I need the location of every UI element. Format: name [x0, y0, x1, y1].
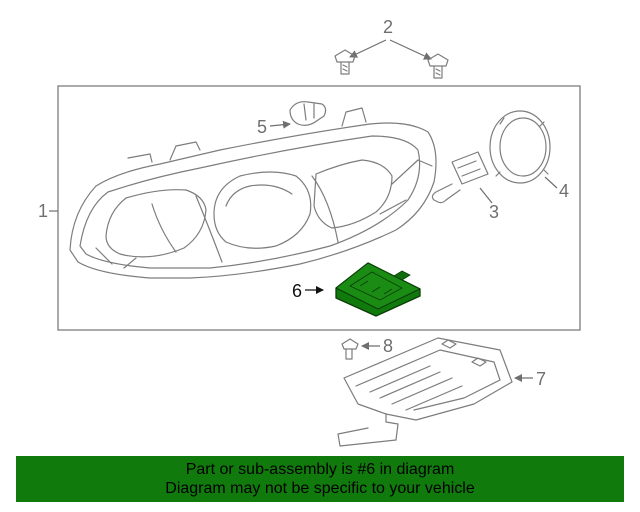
dust-cap-icon	[489, 110, 551, 184]
control-module-top-face	[335, 262, 421, 310]
control-module-detail	[349, 271, 403, 301]
info-banner: Part or sub-assembly is #6 in diagram Di…	[16, 456, 624, 502]
callout-2-leader-left	[349, 39, 387, 58]
headlamp-housing	[69, 107, 437, 279]
control-module-part	[335, 262, 421, 317]
callout-5: 5	[257, 117, 267, 137]
callout-4-leader	[544, 176, 558, 189]
mounting-bracket-icon	[337, 337, 513, 447]
parts-diagram: 1 2 5 3	[38, 17, 581, 447]
screw-icon	[341, 338, 359, 360]
callout-7: 7	[536, 369, 546, 389]
callout-6: 6	[292, 281, 302, 301]
hid-bulb-icon	[431, 151, 489, 204]
callout-8: 8	[383, 336, 393, 356]
banner-line-2: Diagram may not be specific to your vehi…	[165, 480, 475, 497]
callout-4: 4	[559, 181, 569, 201]
callout-3: 3	[489, 202, 499, 222]
banner-line-1: Part or sub-assembly is #6 in diagram	[185, 461, 455, 478]
callout-1: 1	[38, 201, 48, 221]
bolt-icon	[427, 53, 449, 79]
callout-5-leader	[269, 120, 291, 129]
callout-2-leader-right	[389, 39, 432, 60]
callout-3-leader	[479, 187, 493, 204]
bolt-icon	[334, 49, 356, 75]
bulb-socket-icon	[289, 101, 327, 126]
assembly-frame	[57, 85, 581, 331]
callout-2: 2	[383, 17, 393, 37]
control-module-connector	[393, 270, 411, 281]
